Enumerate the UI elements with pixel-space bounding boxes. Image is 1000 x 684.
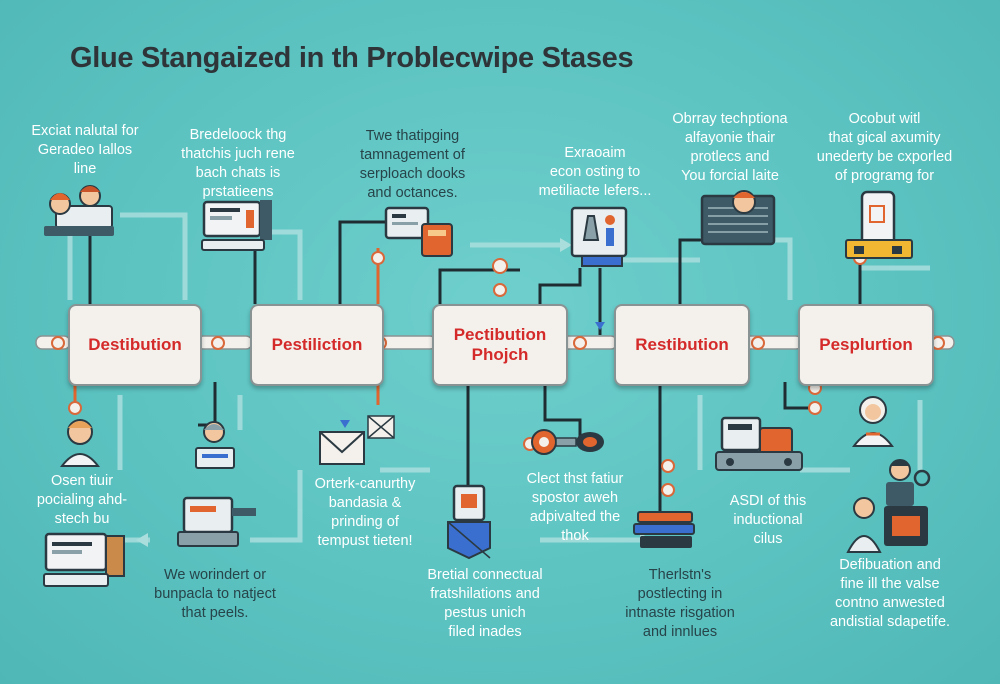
top-caption-5: Obrray techptiona alfayonie thair protle… [672,111,788,184]
top-caption-2: Bredeloock thg thatchis juch rene bach c… [181,127,295,200]
smartphone-on-stand-icon [845,190,913,259]
stage-pesplurtion[interactable]: Pesplurtion [798,304,934,386]
bottom-caption-3: Orterk-canurthy bandasia & prinding of t… [314,476,416,549]
person-avatar-icon [59,419,101,467]
industrial-machine-icon [715,416,803,471]
bottom-caption-8: Defibuation and fine ill the valse contn… [829,557,951,630]
monitor-person-icon [700,190,776,246]
computer-monitor-icon [201,200,272,251]
lab-equipment-icon [570,206,628,267]
top-caption-4: Exraoaim econ osting to metiliacte lefer… [538,145,652,199]
shield-document-icon [447,484,491,560]
printer-machine-icon [177,496,256,547]
nurse-avatar-icon [852,396,894,447]
bottom-caption-4: Bretial connectual fratshilations and pe… [427,567,543,640]
diagram-title: Glue Stangaized in th Problecwipe Stases [70,42,634,74]
worker-at-desk-icon [195,421,235,469]
top-caption-6: Ocobut witl that gical axumity unederty … [816,111,953,184]
top-caption-3: Twe thatipging tamnagement of serploach … [359,128,466,201]
control-panel-icon [384,206,453,257]
people-at-laptop-icon [44,185,114,236]
bottom-caption-2: We worindert or bunpacla to natject that… [154,567,276,621]
book-stack-icon [633,511,695,548]
top-caption-1: Exciat nalutal for Geradeo Iallos line [31,123,139,177]
stage-restibution[interactable]: Restibution [614,304,750,386]
bottom-caption-1: Osen tiuir pocialing ahd- stech bu [36,473,128,527]
stage-pectibution-phojch[interactable]: Pectibution Phojch [432,304,568,386]
arrowheads [340,322,605,428]
node-circles [51,251,945,497]
bottom-caption-5: Clect thst fatiur spostor aweh adpivalte… [526,471,624,544]
stage-destibution[interactable]: Destibution [68,304,202,386]
gear-valve-icon [531,429,604,455]
analyst-icon [886,459,931,506]
stage-pestiliction[interactable]: Pestiliction [250,304,384,386]
envelope-icon [319,415,395,465]
presenter-icon [846,497,928,553]
desktop-computer-icon [43,532,125,587]
bottom-caption-6: Therlstn's postlecting in intnaste risga… [625,567,735,640]
bottom-caption-7: ASDI of this inductional cilus [729,493,807,547]
